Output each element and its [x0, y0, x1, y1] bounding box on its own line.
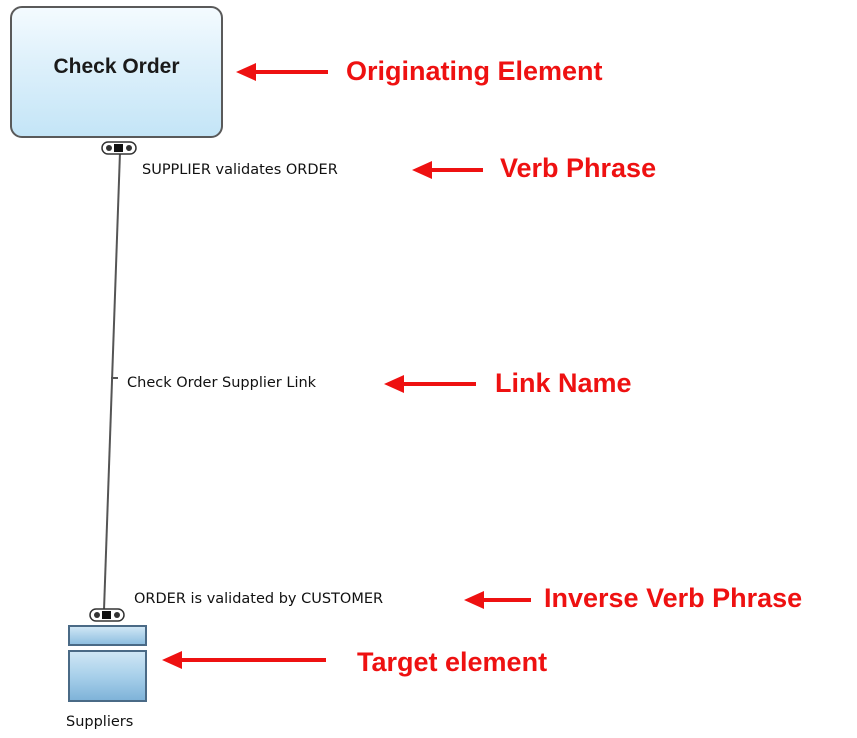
- target-connector-handle[interactable]: [89, 608, 125, 622]
- origin-connector-handle[interactable]: [101, 141, 137, 155]
- target-element-header[interactable]: [68, 625, 147, 646]
- link-line[interactable]: [103, 151, 121, 611]
- annotation-verb-phrase: Verb Phrase: [500, 153, 657, 183]
- originating-element-title: Check Order: [53, 55, 180, 78]
- arrow-inverse-verb-phrase: [464, 591, 531, 609]
- arrow-originating: [236, 63, 328, 81]
- link-name-label: Check Order Supplier Link: [127, 375, 317, 391]
- arrow-link-name: [384, 375, 476, 393]
- arrow-verb-phrase: [412, 161, 483, 179]
- annotation-target-element: Target element: [357, 647, 548, 677]
- annotation-link-name: Link Name: [495, 368, 632, 398]
- verb-phrase-label: SUPPLIER validates ORDER: [142, 162, 338, 178]
- annotation-inverse-verb-phrase: Inverse Verb Phrase: [544, 583, 803, 613]
- target-element-label: Suppliers: [66, 714, 134, 730]
- target-element[interactable]: [68, 650, 147, 702]
- arrow-target: [162, 651, 326, 669]
- originating-element[interactable]: Check Order: [10, 6, 223, 138]
- inverse-verb-phrase-label: ORDER is validated by CUSTOMER: [134, 591, 384, 607]
- annotation-originating-element: Originating Element: [346, 56, 603, 86]
